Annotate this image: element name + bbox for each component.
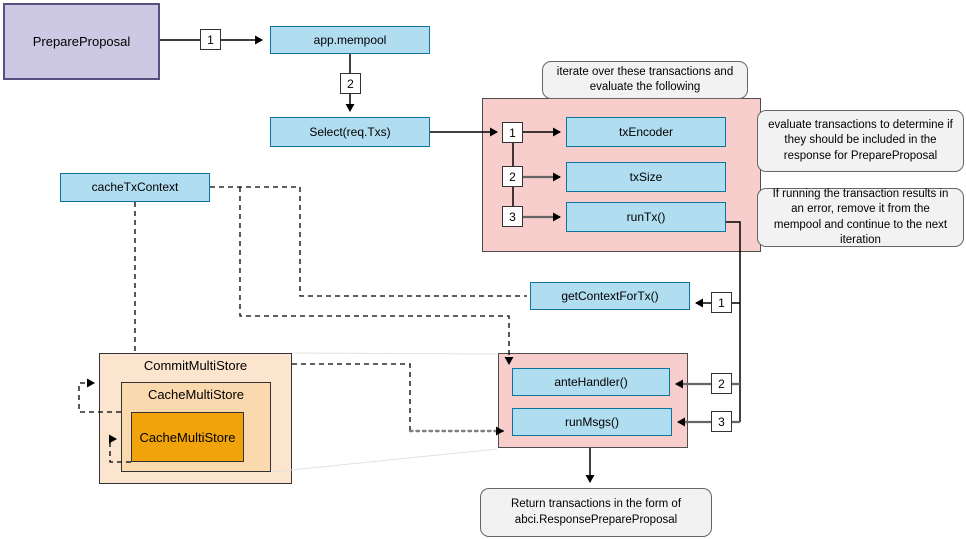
commit-multi-store-label: CommitMultiStore	[143, 358, 248, 373]
ante-handler-label: anteHandler()	[554, 374, 628, 389]
cache-tx-context-label: cacheTxContext	[91, 180, 179, 195]
tx-encoder-node: txEncoder	[566, 117, 726, 147]
note-evaluate: evaluate transactions to determine if th…	[757, 110, 964, 172]
tx-encoder-label: txEncoder	[618, 124, 674, 139]
step-badge-eval-2: 2	[502, 166, 523, 187]
cache-multi-store-label: CacheMultiStore	[147, 387, 245, 402]
app-mempool-node: app.mempool	[270, 26, 430, 54]
tx-size-label: txSize	[629, 169, 663, 184]
app-mempool-label: app.mempool	[313, 32, 387, 47]
step-badge-flow-2: 2	[340, 73, 361, 94]
lens-lines	[270, 352, 498, 473]
step-badge-runtx-3: 3	[711, 411, 732, 432]
select-txs-node: Select(req.Txs)	[270, 117, 430, 147]
note-return: Return transactions in the form of abci.…	[480, 488, 712, 537]
tx-size-node: txSize	[566, 162, 726, 192]
run-tx-label: runTx()	[626, 209, 666, 224]
ante-handler-node: anteHandler()	[512, 368, 670, 396]
note-iterate: iterate over these transactions and eval…	[542, 61, 748, 99]
cache-multi-store-inner-box: CacheMultiStore	[131, 412, 244, 462]
select-txs-label: Select(req.Txs)	[309, 124, 391, 139]
cache-tx-context-node: cacheTxContext	[60, 173, 210, 202]
get-context-for-tx-node: getContextForTx()	[530, 282, 690, 310]
prepare-proposal-label: PrepareProposal	[32, 33, 131, 49]
cache-multi-store-inner-label: CacheMultiStore	[139, 429, 236, 445]
note-on-error: If running the transaction results in an…	[757, 188, 964, 247]
step-badge-runtx-1: 1	[711, 292, 732, 313]
step-badge-runtx-2: 2	[711, 373, 732, 394]
step-badge-flow-1: 1	[200, 29, 221, 50]
run-tx-node: runTx()	[566, 202, 726, 232]
prepare-proposal-node: PrepareProposal	[3, 3, 160, 80]
step-badge-eval-3: 3	[502, 206, 523, 227]
step-badge-eval-1: 1	[502, 122, 523, 143]
run-msgs-node: runMsgs()	[512, 408, 672, 436]
run-msgs-label: runMsgs()	[564, 414, 619, 429]
get-context-for-tx-label: getContextForTx()	[561, 288, 659, 303]
